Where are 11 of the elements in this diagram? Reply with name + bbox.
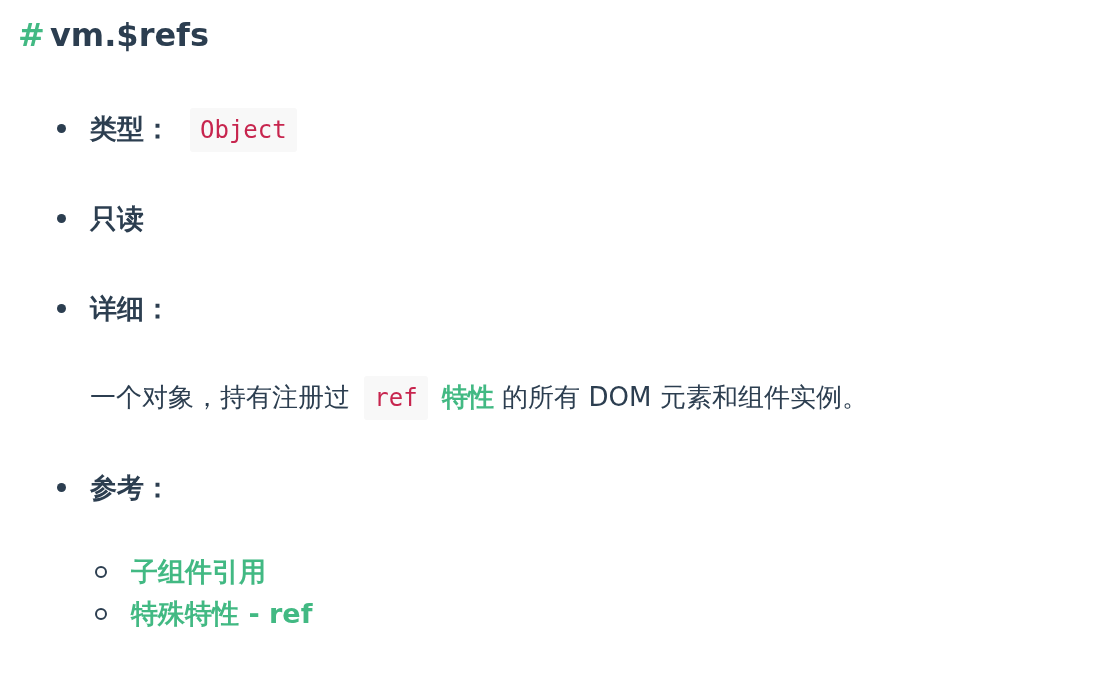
field-label: 只读 [90, 202, 144, 236]
inline-code: ref [364, 376, 428, 420]
field-label: 类型： [90, 112, 171, 146]
reference-link: 子组件引用 [131, 555, 266, 589]
field-label: 参考： [90, 471, 171, 505]
inline-link: 特性 [441, 382, 494, 412]
field-label: 详细： [90, 292, 171, 326]
anchor-mark: # [18, 16, 45, 54]
page-heading: vm.$refs [50, 16, 210, 54]
code-value: Object [190, 108, 297, 152]
reference-link: 特殊特性 - ref [131, 597, 313, 631]
